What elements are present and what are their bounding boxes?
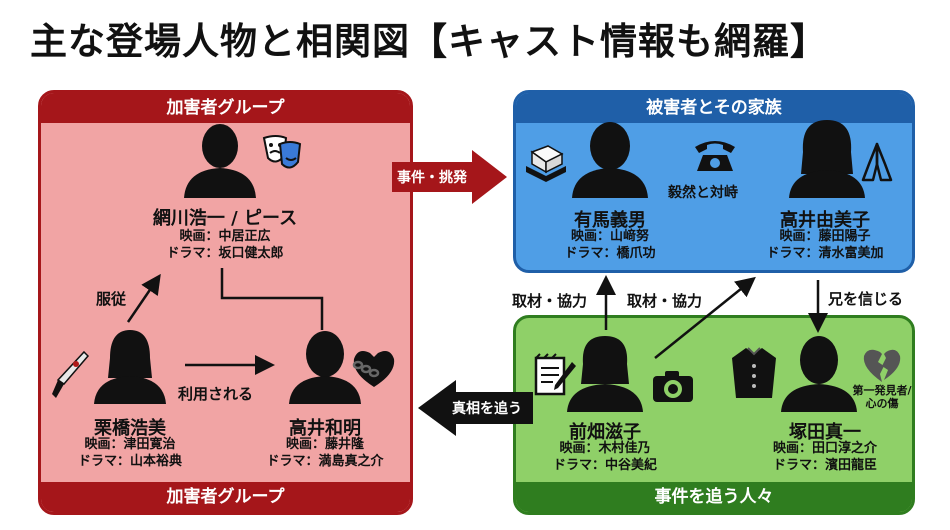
person-kurihashi: 栗橋浩美 映画：津田寛治 ドラマ：山本裕典	[60, 328, 200, 478]
perpetrator-group-header: 加害者グループ	[41, 93, 410, 123]
believe-label: 兄を信じる	[828, 290, 904, 308]
person-amikawa: 網川浩一 / ピース 映画：中居正広 ドラマ：坂口健太郎	[150, 120, 300, 270]
coverage-label-1: 取材・協力	[512, 292, 588, 310]
movie-cast: 映画：中居正広	[179, 229, 271, 244]
obey-arrow	[126, 273, 161, 323]
broken-heart-icon	[863, 349, 901, 382]
movie-cast: 映画：田口淳之介	[772, 441, 877, 456]
person-name: 高井由美子	[780, 210, 870, 231]
telephone-icon	[695, 141, 735, 171]
coverage-arrow-yumiko	[654, 276, 756, 359]
chaser-group-footer: 事件を追う人々	[516, 482, 912, 512]
person-takai-yumiko: 高井由美子 映画：藤田陽子 ドラマ：清水富美加	[755, 118, 905, 268]
tofu-icon	[526, 145, 566, 182]
person-name: 前畑滋子	[569, 422, 641, 443]
amikawa-takai-line	[220, 268, 324, 330]
person-maehata: 前畑滋子 映画：木村佳乃 ドラマ：中谷美紀	[553, 332, 695, 482]
silhouette-icon	[289, 331, 361, 404]
silhouette-icon	[572, 122, 648, 198]
school-uniform-icon	[732, 347, 776, 398]
drama-cast: ドラマ：満島真之介	[266, 454, 384, 469]
silhouette-icon	[567, 336, 643, 412]
page-title: 主な登場人物と相関図【キャスト情報も網羅】	[30, 20, 828, 63]
camera-icon	[653, 371, 693, 402]
silhouette-icon	[781, 336, 857, 412]
person-takai-kazuaki: 高井和明 映画：藤井隆 ドラマ：満島真之介	[250, 328, 400, 478]
drama-cast: ドラマ：濱田龍臣	[772, 458, 877, 473]
person-arima: 有馬義男 映画：山﨑努 ドラマ：橋爪功	[540, 118, 680, 268]
person-name: 網川浩一 / ピース	[152, 208, 298, 229]
drama-cast: ドラマ：中谷美紀	[552, 458, 657, 473]
victim-group: 被害者とその家族	[513, 90, 915, 273]
tsukada-note-line1: 第一発見者/	[852, 384, 912, 397]
knife-icon	[52, 350, 90, 398]
victim-group-header: 被害者とその家族	[516, 93, 912, 123]
truth-arrow	[418, 380, 533, 436]
obey-label: 服従	[96, 290, 127, 308]
drama-cast: ドラマ：山本裕典	[77, 454, 182, 469]
person-name: 塚田真一	[789, 422, 861, 443]
movie-cast: 映画：藤田陽子	[779, 229, 871, 244]
theater-mask-icon	[262, 135, 302, 169]
truth-label: 真相を追う	[452, 401, 522, 417]
person-name: 栗橋浩美	[94, 418, 166, 439]
praying-hands-icon	[861, 142, 893, 182]
person-tsukada: 塚田真一 映画：田口淳之介 ドラマ：濱田龍臣	[755, 332, 905, 482]
used-label: 利用される	[178, 385, 254, 403]
person-name: 有馬義男	[574, 210, 646, 231]
movie-cast: 映画：木村佳乃	[559, 441, 651, 456]
incident-label: 事件・挑発	[397, 170, 467, 186]
silhouette-icon	[94, 330, 166, 404]
notepad-pen-icon	[534, 353, 576, 396]
tsukada-note: 第一発見者/ 心の傷	[846, 384, 918, 410]
silhouette-icon	[789, 120, 865, 198]
drama-cast: ドラマ：橋爪功	[564, 246, 656, 261]
drama-cast: ドラマ：坂口健太郎	[166, 246, 284, 261]
heart-chain-icon	[352, 351, 395, 387]
confront-label: 毅然と対峙	[668, 185, 738, 201]
movie-cast: 映画：藤井隆	[285, 437, 364, 452]
incident-arrow	[392, 150, 507, 204]
movie-cast: 映画：津田寛治	[84, 437, 176, 452]
coverage-label-2: 取材・協力	[627, 292, 703, 310]
movie-cast: 映画：山﨑努	[570, 229, 649, 244]
drama-cast: ドラマ：清水富美加	[766, 246, 884, 261]
perpetrator-group-footer: 加害者グループ	[41, 482, 410, 512]
chaser-group: 事件を追う人々	[513, 315, 915, 515]
silhouette-icon	[184, 124, 256, 198]
tsukada-note-line2: 心の傷	[865, 397, 899, 410]
person-name: 高井和明	[289, 418, 361, 439]
